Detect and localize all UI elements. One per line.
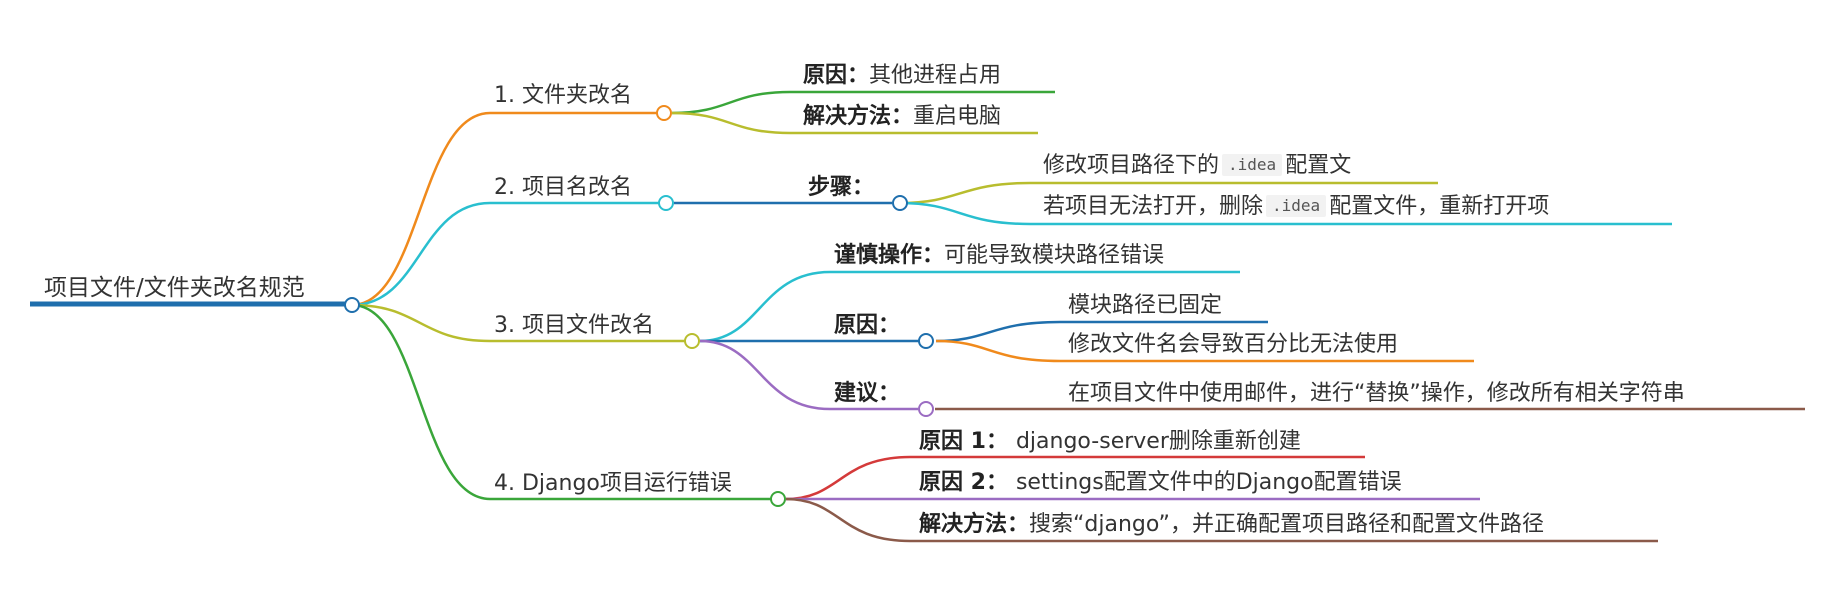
b2-step-1-code: .idea: [1222, 154, 1283, 176]
edge-root-b3: [351, 303, 692, 343]
branch-2-node[interactable]: [658, 195, 674, 211]
edge-root-b4: [351, 303, 777, 501]
b2-steps-node[interactable]: [892, 195, 908, 211]
b3-caution: 谨慎操作：可能导致模块路径错误: [834, 242, 1164, 270]
b3-advice-label: 建议：: [834, 380, 900, 408]
branch-4-node[interactable]: [770, 491, 786, 507]
b3-advice-title: 建议：: [834, 381, 901, 406]
b1-solution: 解决方法：重启电脑: [803, 103, 1001, 131]
edge-b3-reason-2: [935, 339, 1474, 363]
b2-step-2-code: .idea: [1266, 195, 1327, 217]
b3-reason-node[interactable]: [918, 333, 934, 349]
branch-3-node[interactable]: [684, 333, 700, 349]
b4-reason-2-text: settings配置文件中的Django配置错误: [1015, 470, 1402, 495]
branch-3-label: 3. 项目文件改名: [494, 313, 654, 338]
b2-step-1-post: 配置文: [1285, 153, 1352, 178]
edge-root-b2: [351, 201, 666, 307]
b1-solution-title: 解决方法：: [803, 104, 914, 129]
edge-b4-reason1: [785, 455, 1365, 501]
edge-b1-reason: [671, 90, 1055, 115]
edge-b2-step2: [899, 201, 1672, 226]
edge-b4-solution: [785, 497, 1658, 543]
edge-b1-solution: [671, 111, 1038, 135]
branch-1-node[interactable]: [656, 105, 672, 121]
edge-b3-reason-1: [935, 320, 1268, 343]
b2-step-1-pre: 修改项目路径下的: [1043, 153, 1220, 178]
b1-reason-title: 原因：: [803, 63, 870, 88]
branch-1-label: 1. 文件夹改名: [494, 83, 632, 108]
b3-reason-label: 原因：: [834, 312, 900, 340]
edge-b2-step1: [899, 181, 1438, 205]
b1-reason: 原因：其他进程占用: [803, 62, 1001, 90]
b3-reason-item-2: 修改文件名会导致百分比无法使用: [1068, 332, 1399, 357]
b4-reason-1-title: 原因 1：: [919, 429, 1008, 454]
b3-advice-item-1: 在项目文件中使用邮件，进行“替换”操作，修改所有相关字符串: [1068, 381, 1685, 406]
b1-solution-text: 重启电脑: [913, 104, 1002, 129]
b4-reason-2: 原因 2： settings配置文件中的Django配置错误: [919, 469, 1402, 497]
b4-reason-1: 原因 1： django-server删除重新创建: [919, 428, 1301, 456]
b4-reason-2-title: 原因 2：: [919, 470, 1008, 495]
b2-steps-label: 步骤：: [808, 174, 874, 202]
b4-reason-1-text: django-server删除重新创建: [1015, 429, 1301, 454]
b3-reason-title: 原因：: [834, 313, 901, 338]
b3-reason-item-1: 模块路径已固定: [1068, 293, 1223, 318]
root-node[interactable]: [344, 297, 360, 313]
branch-2-label: 2. 项目名改名: [494, 175, 632, 200]
edge-root-b1: [351, 111, 664, 307]
b4-solution-title: 解决方法：: [919, 512, 1030, 537]
b3-caution-text: 可能导致模块路径错误: [944, 243, 1165, 268]
edge-b3-advice: [699, 339, 918, 411]
b2-step-2-pre: 若项目无法打开，删除: [1043, 194, 1264, 219]
b1-reason-text: 其他进程占用: [869, 63, 1002, 88]
b3-advice-node[interactable]: [918, 401, 934, 417]
b2-step-2-post: 配置文件，重新打开项: [1329, 194, 1550, 219]
b4-solution-text: 搜索“django”，并正确配置项目路径和配置文件路径: [1029, 512, 1544, 537]
b3-caution-title: 谨慎操作：: [834, 243, 945, 268]
b2-steps-title: 步骤：: [808, 175, 875, 200]
b4-solution: 解决方法：搜索“django”，并正确配置项目路径和配置文件路径: [919, 511, 1544, 539]
edge-b3-caution: [699, 270, 1240, 343]
branch-4-label: 4. Django项目运行错误: [494, 471, 732, 496]
root-label: 项目文件/文件夹改名规范: [44, 275, 305, 301]
